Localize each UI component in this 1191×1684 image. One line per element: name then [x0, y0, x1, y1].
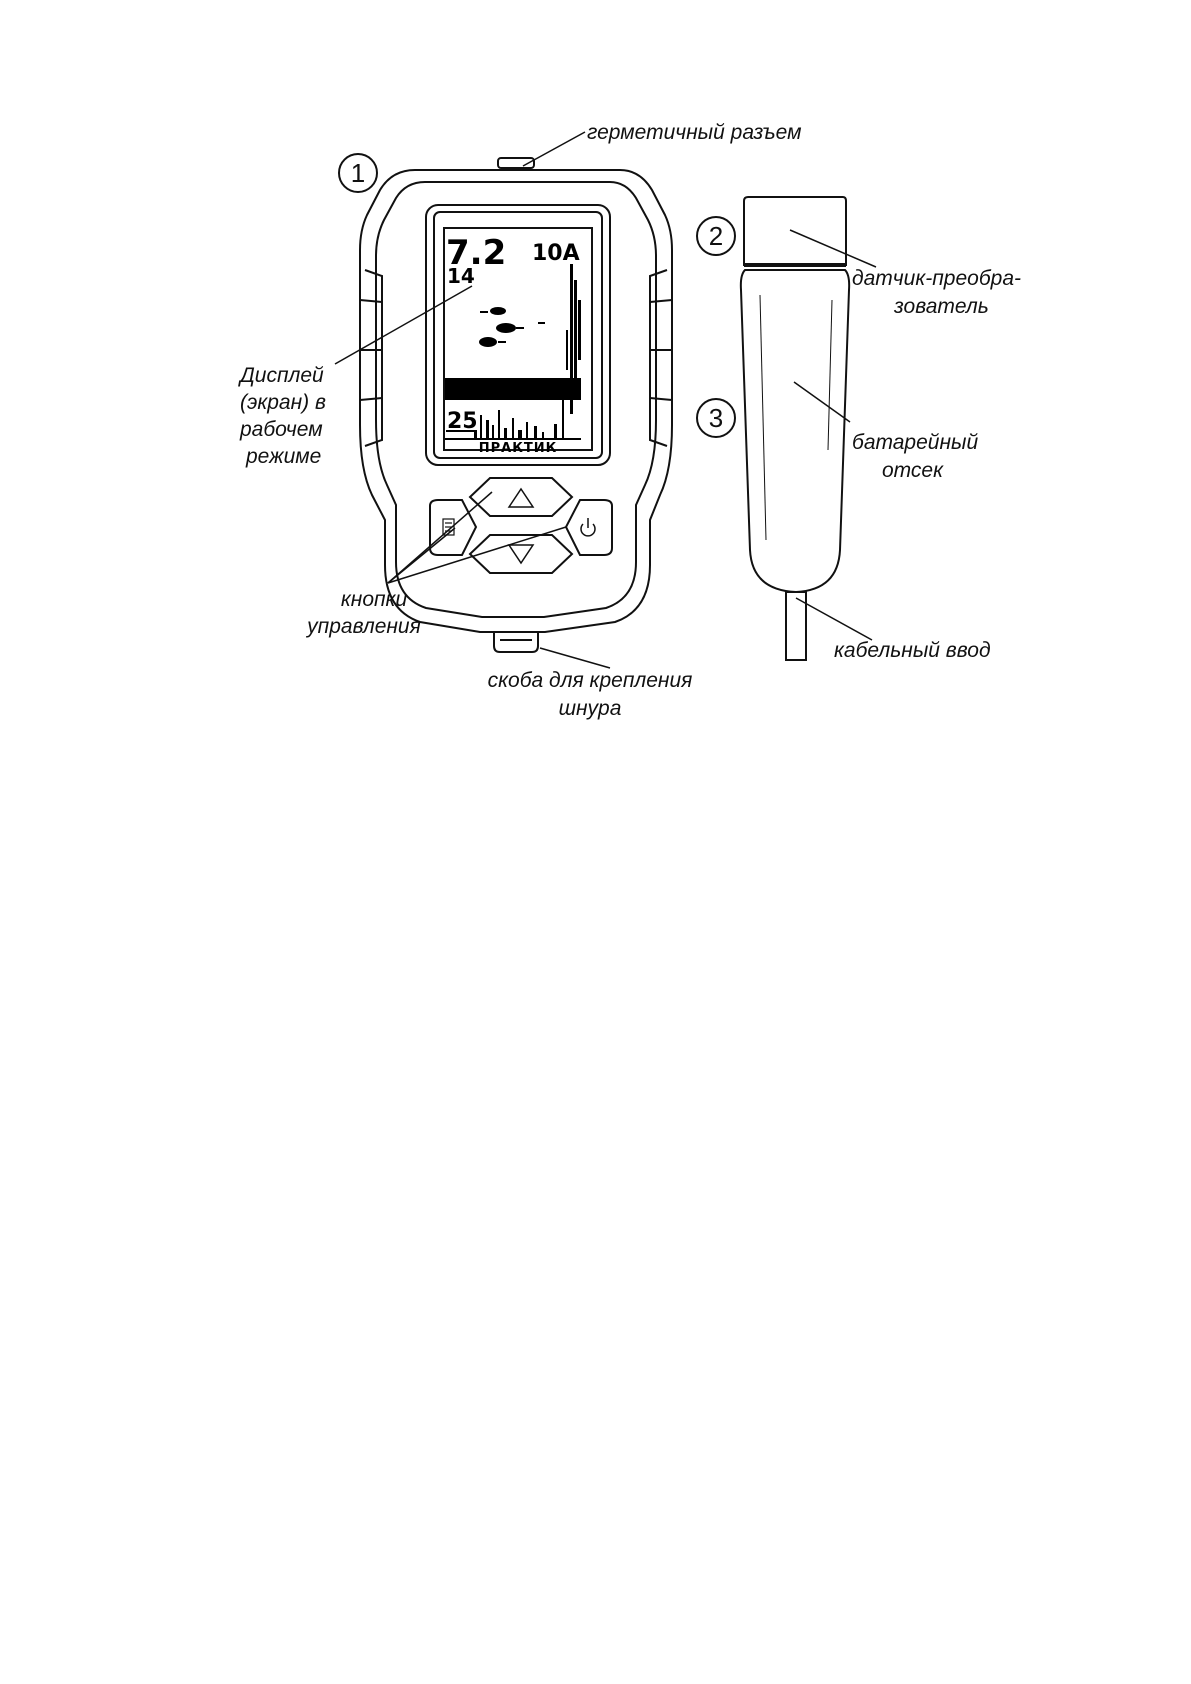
brand-label: ПРАКТИК: [479, 441, 557, 456]
screen-bezel: [425, 204, 611, 466]
lcd-bottom-clutter: [445, 400, 581, 440]
label-bracket-1: скоба для крепления: [487, 669, 693, 692]
fish-icon: [479, 307, 545, 347]
label-buttons-2: управления: [307, 615, 421, 638]
lcd-range: 10A: [532, 241, 580, 266]
power-icon: [580, 518, 596, 537]
label-connector: герметичный разъем: [587, 121, 802, 144]
right-grip: [649, 269, 668, 447]
lcd-sonar-column: [566, 264, 581, 414]
lcd-temperature: 14: [447, 264, 475, 288]
lcd-screen: 7.2 14 10A: [443, 227, 593, 456]
callout-3: 3: [696, 398, 736, 438]
lcd-bottom-depth: 25: [447, 409, 478, 434]
lcd-depth: 7.2: [446, 233, 506, 273]
cord-bracket: [493, 632, 539, 653]
cable: [785, 591, 807, 661]
down-button[interactable]: [468, 534, 574, 574]
control-buttons: [429, 477, 613, 574]
label-display-1: Дисплей: [240, 364, 324, 387]
label-buttons-1: кнопки: [340, 588, 408, 611]
lcd-bottom-band: [445, 380, 581, 400]
label-display-3: рабочем: [240, 418, 323, 441]
triangle-up-icon: [507, 487, 535, 508]
label-battery-2: отсек: [882, 459, 944, 482]
callout-2: 2: [696, 216, 736, 256]
callout-1: 1: [338, 153, 378, 193]
label-cable-entry: кабельный ввод: [834, 639, 991, 662]
screen-bezel-inner: [433, 211, 603, 459]
leader-lines: [334, 131, 877, 669]
transducer: [739, 196, 851, 661]
label-bracket-2: шнура: [558, 697, 622, 720]
menu-button[interactable]: [429, 499, 478, 556]
label-battery-1: батарейный: [852, 431, 979, 454]
up-button[interactable]: [468, 477, 574, 517]
triangle-down-icon: [507, 544, 535, 565]
label-transducer-1: датчик-преобра-: [852, 267, 1021, 290]
label-display-2: (экран) в: [240, 391, 326, 414]
label-transducer-2: зователь: [894, 295, 989, 318]
power-button[interactable]: [564, 499, 613, 556]
device-body-inner: [375, 181, 657, 618]
left-grip: [364, 269, 383, 447]
transducer-head: [743, 196, 847, 266]
battery-compartment: [739, 269, 851, 594]
label-display-4: режиме: [246, 445, 322, 468]
